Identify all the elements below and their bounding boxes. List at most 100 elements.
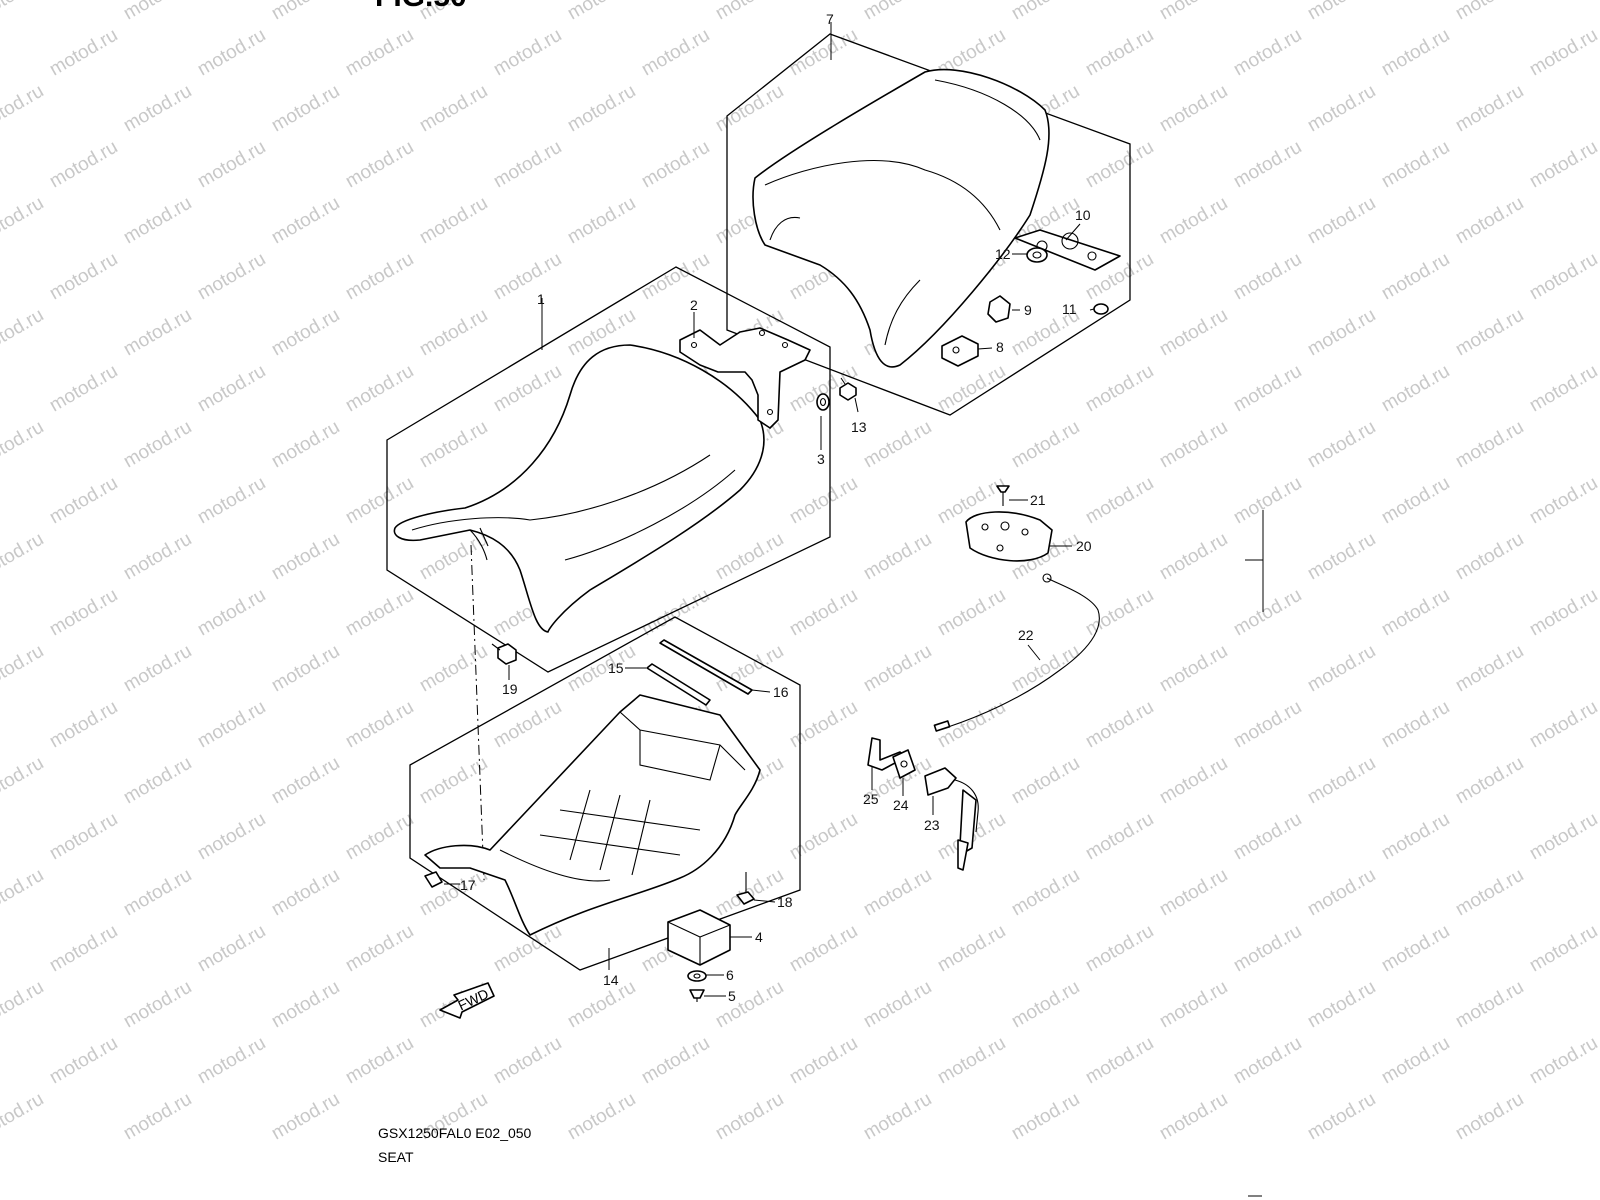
- watermark-text: motod.ru: [194, 585, 269, 641]
- grommet[interactable]: [1026, 247, 1048, 263]
- hinge-screw[interactable]: [689, 989, 705, 1002]
- callout-5: 5: [728, 988, 736, 1004]
- watermark-text: motod.ru: [342, 921, 417, 977]
- lock-plate[interactable]: [965, 511, 1053, 562]
- flange-nut[interactable]: [839, 382, 857, 401]
- seat-lock[interactable]: [924, 767, 979, 871]
- watermark-text: motod.ru: [46, 585, 121, 641]
- watermark-text: motod.ru: [1156, 81, 1231, 137]
- watermark-text: motod.ru: [1526, 809, 1600, 865]
- watermark-text: motod.ru: [120, 193, 195, 249]
- watermark-text: motod.ru: [0, 865, 47, 921]
- leader-13a: [840, 377, 846, 385]
- seat-lock-cable[interactable]: [933, 573, 1100, 732]
- cushion[interactable]: [987, 295, 1011, 323]
- watermark-text: motod.ru: [860, 529, 935, 585]
- watermark-text: motod.ru: [46, 137, 121, 193]
- watermark-text: motod.ru: [860, 865, 935, 921]
- watermark-text: motod.ru: [1452, 753, 1527, 809]
- tray-bolt[interactable]: [736, 872, 755, 905]
- watermark-text: motod.ru: [1304, 417, 1379, 473]
- watermark-text: motod.ru: [342, 361, 417, 417]
- watermark-text: motod.ru: [268, 977, 343, 1033]
- watermark-text: motod.ru: [1008, 977, 1083, 1033]
- nut[interactable]: [1093, 303, 1109, 315]
- watermark-text: motod.ru: [416, 865, 491, 921]
- watermark-text: motod.ru: [120, 641, 195, 697]
- watermark-text: motod.ru: [194, 697, 269, 753]
- watermark-text: motod.ru: [1156, 977, 1231, 1033]
- watermark-text: motod.ru: [1378, 361, 1453, 417]
- callout-9: 9: [1024, 302, 1032, 318]
- watermark-text: motod.ru: [268, 753, 343, 809]
- washer[interactable]: [687, 970, 707, 982]
- watermark-text: motod.ru: [1526, 473, 1600, 529]
- watermark-text: motod.ru: [268, 81, 343, 137]
- clip[interactable]: [424, 871, 443, 888]
- stopper-block[interactable]: [941, 335, 979, 367]
- watermark-text: motod.ru: [1452, 641, 1527, 697]
- model-code: GSX1250FAL0 E02_050: [378, 1125, 532, 1141]
- watermark-text: motod.ru: [120, 417, 195, 473]
- watermark-text: motod.ru: [712, 81, 787, 137]
- lock-parts: [867, 485, 1100, 871]
- watermark-text: motod.ru: [1156, 753, 1231, 809]
- watermark-text: motod.ru: [934, 361, 1009, 417]
- watermark-text: motod.ru: [1156, 0, 1231, 24]
- watermark-text: motod.ru: [46, 921, 121, 977]
- watermark-text: motod.ru: [46, 473, 121, 529]
- bracket-nut[interactable]: [816, 393, 830, 411]
- watermark-text: motod.ru: [0, 641, 47, 697]
- seat-tray[interactable]: [424, 694, 761, 936]
- watermark-text: motod.ru: [1304, 1089, 1379, 1145]
- watermark-text: motod.ru: [1378, 473, 1453, 529]
- watermark-text: motod.ru: [194, 1033, 269, 1089]
- watermark-text: motod.ru: [934, 921, 1009, 977]
- watermark-text: motod.ru: [786, 697, 861, 753]
- watermark-text: motod.ru: [1378, 697, 1453, 753]
- strip-left[interactable]: [646, 663, 711, 706]
- watermark-text: motod.ru: [564, 81, 639, 137]
- watermark-text: motod.ru: [490, 361, 565, 417]
- lock-plate-24[interactable]: [892, 749, 916, 779]
- watermark-text: motod.ru: [120, 0, 195, 24]
- watermark-text: motod.ru: [1452, 305, 1527, 361]
- watermark-text: motod.ru: [1156, 417, 1231, 473]
- watermark-text: motod.ru: [1156, 529, 1231, 585]
- watermark-text: motod.ru: [1304, 865, 1379, 921]
- callout-20: 20: [1076, 538, 1092, 554]
- leader-13: [854, 397, 859, 413]
- watermark-text: motod.ru: [490, 25, 565, 81]
- watermark-text: motod.ru: [1008, 865, 1083, 921]
- watermark-text: motod.ru: [1230, 25, 1305, 81]
- callout-14: 14: [603, 972, 619, 988]
- watermark-text: motod.ru: [194, 137, 269, 193]
- seat-bolt[interactable]: [491, 643, 517, 665]
- watermark-text: motod.ru: [0, 0, 47, 24]
- watermark-text: motod.ru: [0, 753, 47, 809]
- hinge[interactable]: [667, 909, 731, 966]
- watermark-text: motod.ru: [786, 809, 861, 865]
- leader-16: [751, 689, 771, 693]
- watermark-text: motod.ru: [1156, 641, 1231, 697]
- watermark-text: motod.ru: [0, 305, 47, 361]
- watermark-text: motod.ru: [1230, 249, 1305, 305]
- watermark-text: motod.ru: [1378, 137, 1453, 193]
- watermark-text: motod.ru: [1304, 81, 1379, 137]
- seat-bracket[interactable]: [679, 327, 811, 429]
- watermark-text: motod.ru: [1156, 305, 1231, 361]
- watermark-text: motod.ru: [120, 977, 195, 1033]
- rear-seat[interactable]: [752, 68, 1050, 368]
- watermark-text: motod.ru: [194, 473, 269, 529]
- watermark-text: motod.ru: [1304, 529, 1379, 585]
- watermark-text: motod.ru: [416, 417, 491, 473]
- rear-seat-box: [726, 33, 1131, 416]
- watermark-text: motod.ru: [46, 249, 121, 305]
- watermark-text: motod.ru: [1526, 1033, 1600, 1089]
- screw-21[interactable]: [996, 485, 1010, 506]
- watermark-text: motod.ru: [860, 641, 935, 697]
- callout-13: 13: [851, 419, 867, 435]
- callout-4: 4: [755, 929, 763, 945]
- front-seat[interactable]: [393, 344, 765, 633]
